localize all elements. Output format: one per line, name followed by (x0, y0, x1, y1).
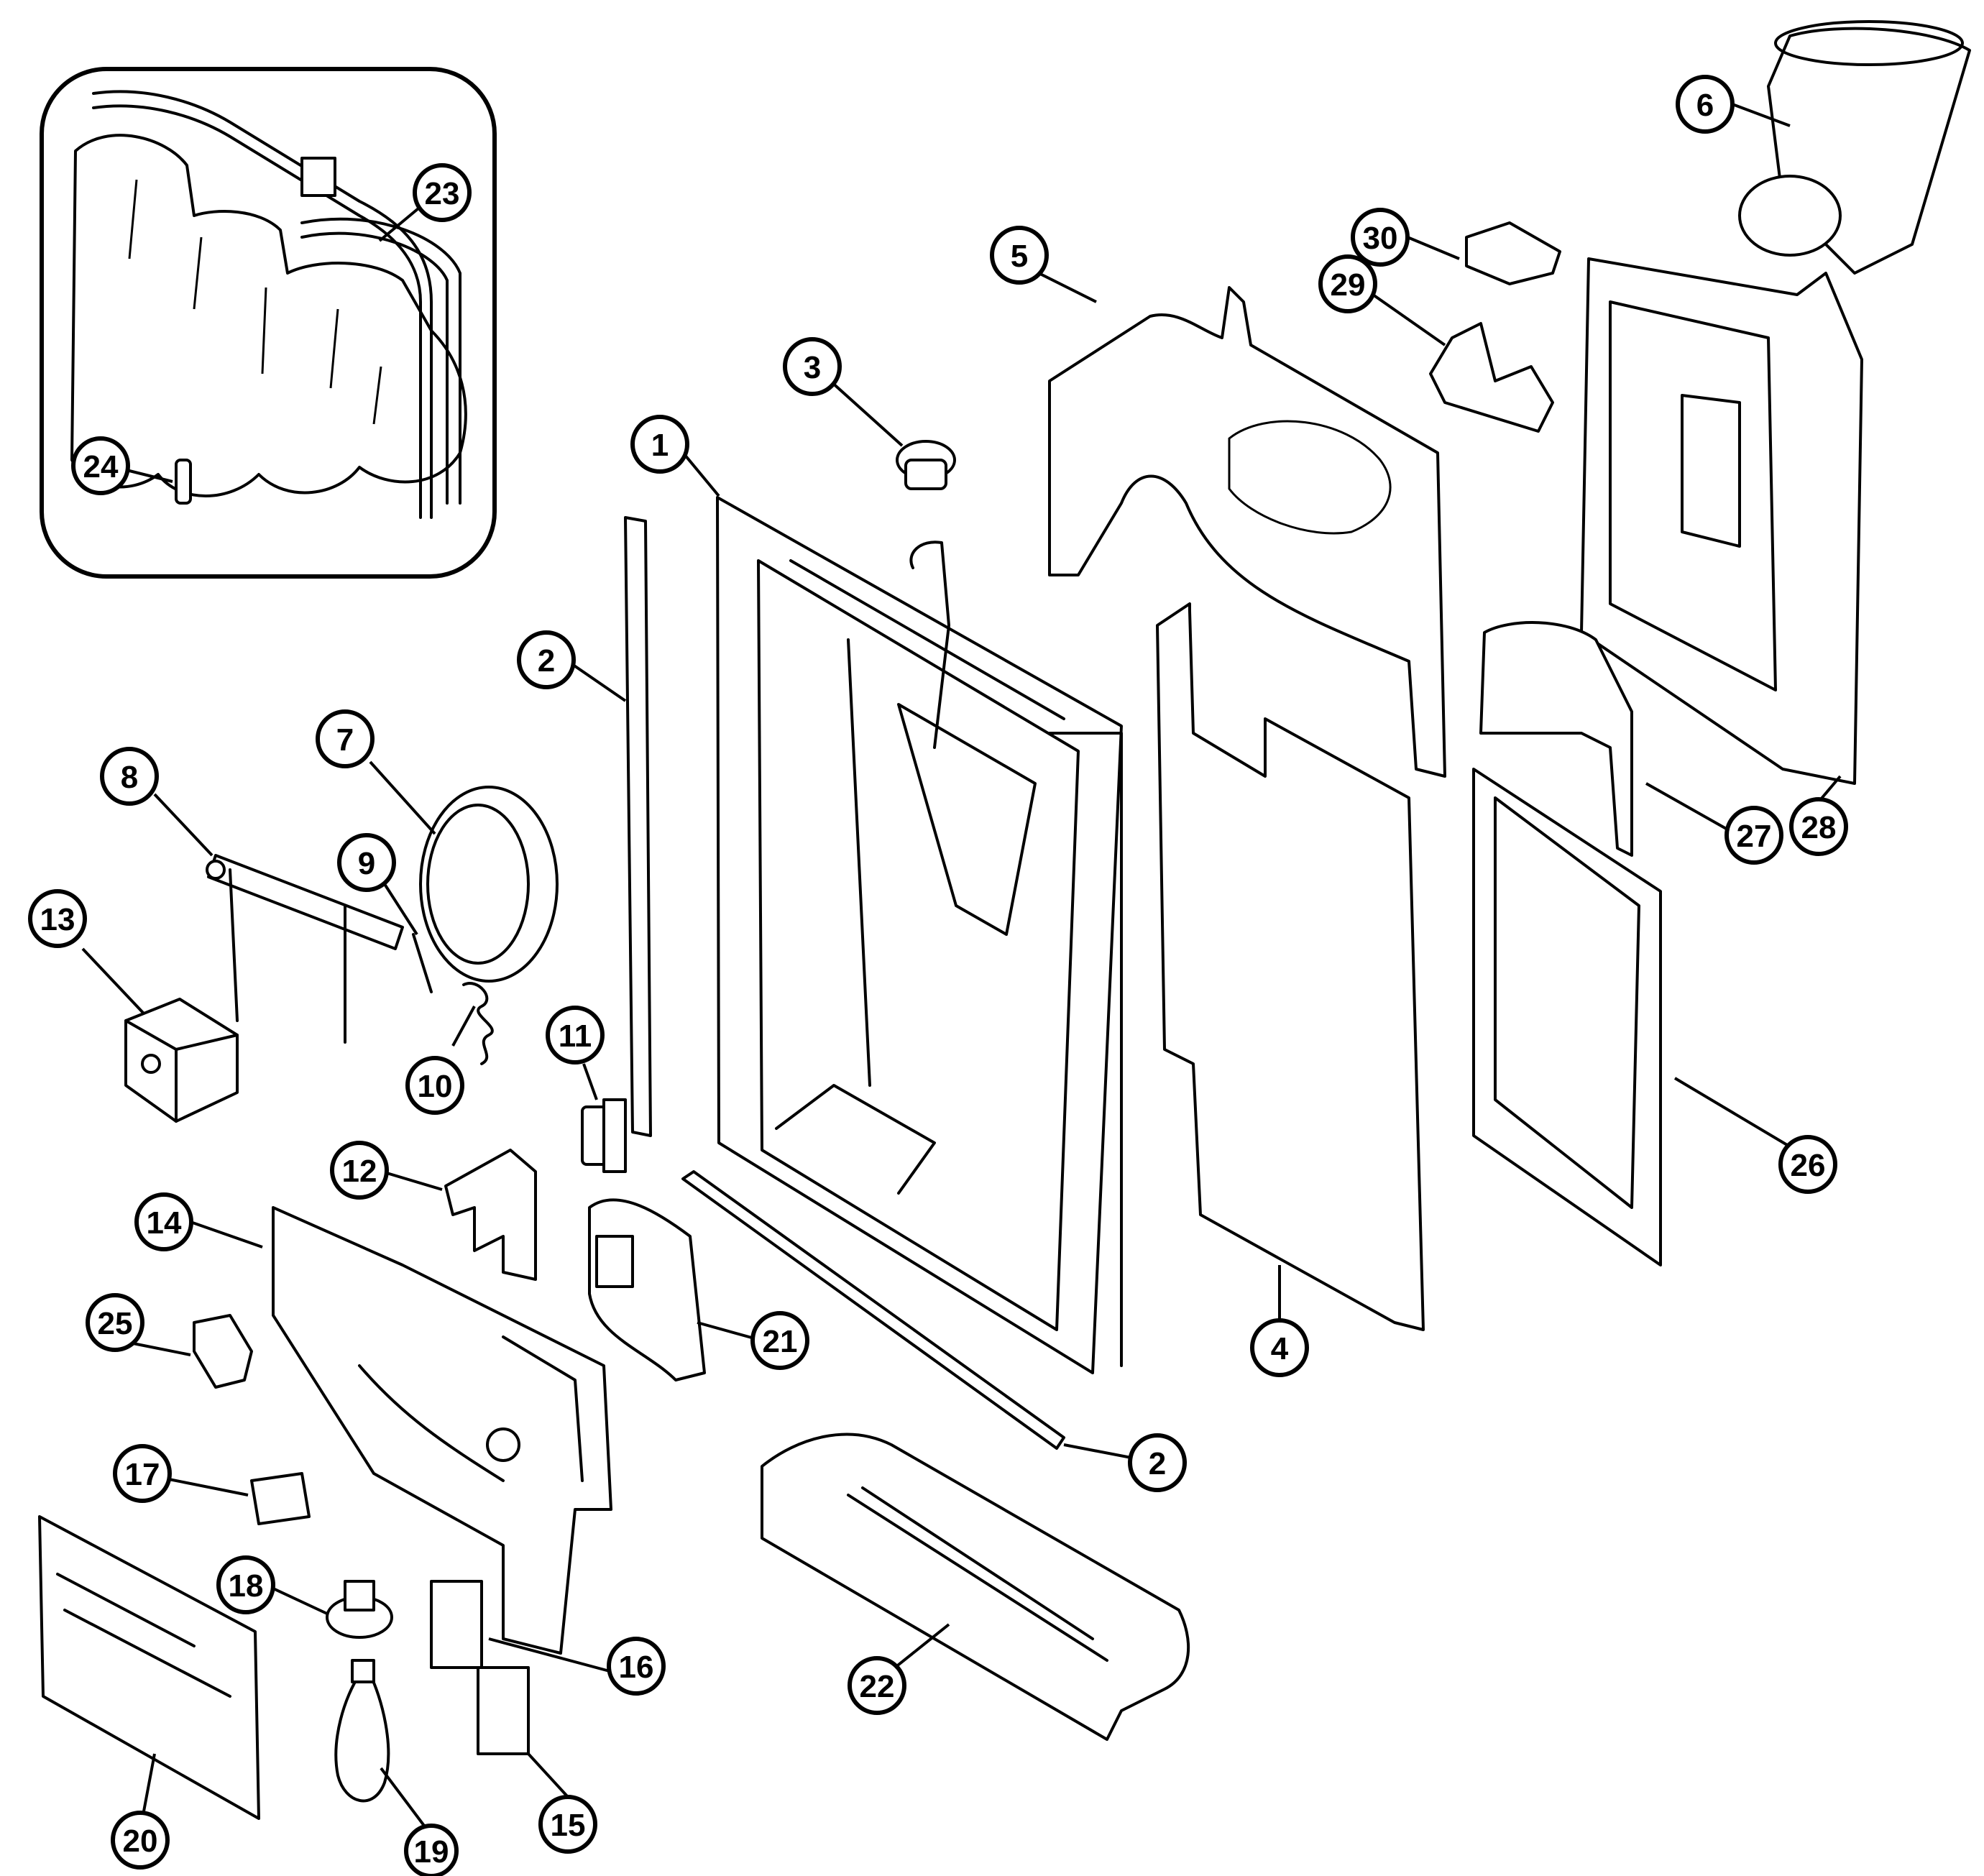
callout-20: 20 (111, 1811, 170, 1870)
callout-24: 24 (71, 436, 130, 495)
svg-text:2: 2 (1149, 1446, 1166, 1481)
svg-text:11: 11 (559, 1019, 592, 1054)
svg-text:5: 5 (1011, 239, 1028, 274)
svg-text:9: 9 (358, 846, 375, 881)
callout-2: 2 (1128, 1433, 1187, 1492)
svg-text:23: 23 (425, 176, 460, 211)
svg-text:29: 29 (1331, 267, 1366, 303)
callout-13: 13 (28, 889, 87, 948)
part-21-actuator (588, 1198, 706, 1381)
callout-23: 23 (413, 163, 472, 222)
callouts: 1 2 2 3 4 5 6 7 8 9 10 11 12 13 14 15 16… (28, 75, 1848, 1876)
callout-25: 25 (86, 1293, 144, 1352)
part-14-mechanism (272, 1206, 612, 1655)
callout-3: 3 (783, 337, 842, 396)
part-22-drip-tray (761, 1433, 1190, 1741)
svg-text:6: 6 (1696, 88, 1714, 123)
part-8-lever (206, 854, 404, 1044)
svg-text:16: 16 (619, 1650, 654, 1685)
callout-17: 17 (113, 1444, 172, 1503)
svg-text:25: 25 (98, 1306, 133, 1341)
callout-28: 28 (1789, 797, 1848, 856)
part-27-deflector (1479, 621, 1633, 857)
callout-29: 29 (1318, 254, 1377, 313)
part-26-trim-frame (1472, 768, 1662, 1266)
part-16-rocker-switch (430, 1580, 483, 1669)
part-30-pad (1465, 221, 1561, 285)
svg-text:7: 7 (336, 722, 354, 758)
part-10-spring (462, 982, 494, 1065)
callout-8: 8 (100, 747, 159, 806)
part-5-insulation (1048, 286, 1446, 778)
svg-text:2: 2 (538, 643, 555, 679)
svg-text:10: 10 (418, 1069, 453, 1104)
svg-text:24: 24 (83, 449, 119, 484)
callout-21: 21 (750, 1311, 809, 1370)
callout-6: 6 (1676, 75, 1735, 134)
callout-5: 5 (990, 226, 1049, 285)
svg-text:21: 21 (763, 1324, 798, 1359)
part-15-rocker-switch (477, 1666, 530, 1755)
svg-text:30: 30 (1363, 221, 1398, 256)
callout-2: 2 (517, 630, 576, 689)
part-25-switch (193, 1314, 253, 1389)
svg-text:1: 1 (651, 428, 669, 463)
part-2-gasket-strips (624, 516, 1065, 1450)
part-23-bracket (300, 157, 336, 197)
part-9-pin (412, 933, 433, 993)
svg-text:4: 4 (1271, 1331, 1289, 1366)
svg-text:27: 27 (1737, 819, 1772, 854)
callout-10: 10 (405, 1056, 464, 1115)
part-29-bracket (1429, 322, 1554, 433)
svg-text:20: 20 (123, 1824, 158, 1859)
part-28-dispenser-housing (1580, 257, 1863, 785)
svg-text:12: 12 (342, 1154, 377, 1189)
svg-text:22: 22 (860, 1669, 895, 1704)
callout-12: 12 (330, 1141, 389, 1200)
svg-text:8: 8 (121, 760, 138, 795)
svg-text:3: 3 (804, 350, 821, 385)
part-4-back-panel (1156, 602, 1425, 1331)
callout-15: 15 (538, 1795, 597, 1854)
callout-1: 1 (630, 415, 689, 474)
part-11-switch (581, 1098, 627, 1173)
inset-panel (40, 67, 497, 579)
callout-30: 30 (1351, 208, 1410, 267)
callout-11: 11 (546, 1006, 605, 1065)
callout-14: 14 (134, 1192, 193, 1251)
svg-text:13: 13 (40, 902, 75, 937)
callout-7: 7 (316, 709, 375, 768)
part-13-solenoid (124, 998, 239, 1123)
callout-22: 22 (848, 1656, 906, 1715)
svg-text:28: 28 (1801, 810, 1837, 845)
callout-16: 16 (607, 1637, 666, 1696)
part-24-connector (175, 459, 192, 505)
callout-19: 19 (404, 1824, 459, 1876)
part-6-chute (1738, 20, 1971, 275)
part-7-motor-cover (419, 786, 559, 983)
svg-text:18: 18 (229, 1568, 264, 1604)
svg-text:15: 15 (551, 1808, 586, 1843)
callout-18: 18 (216, 1555, 275, 1614)
callout-26: 26 (1778, 1135, 1837, 1194)
part-18-thermostat (326, 1580, 393, 1639)
callout-9: 9 (337, 833, 396, 892)
part-17-microswitch (250, 1472, 311, 1525)
part-1-housing (716, 496, 1123, 1374)
svg-text:17: 17 (125, 1457, 160, 1492)
svg-text:19: 19 (414, 1834, 449, 1870)
part-12-insulation (444, 1149, 537, 1281)
part-3-plug (896, 440, 956, 490)
part-19-bulb (334, 1659, 390, 1803)
svg-text:14: 14 (147, 1205, 182, 1241)
callout-27: 27 (1724, 806, 1783, 865)
svg-text:26: 26 (1791, 1148, 1826, 1183)
part-20-panel (38, 1515, 260, 1820)
callout-4: 4 (1250, 1318, 1309, 1377)
